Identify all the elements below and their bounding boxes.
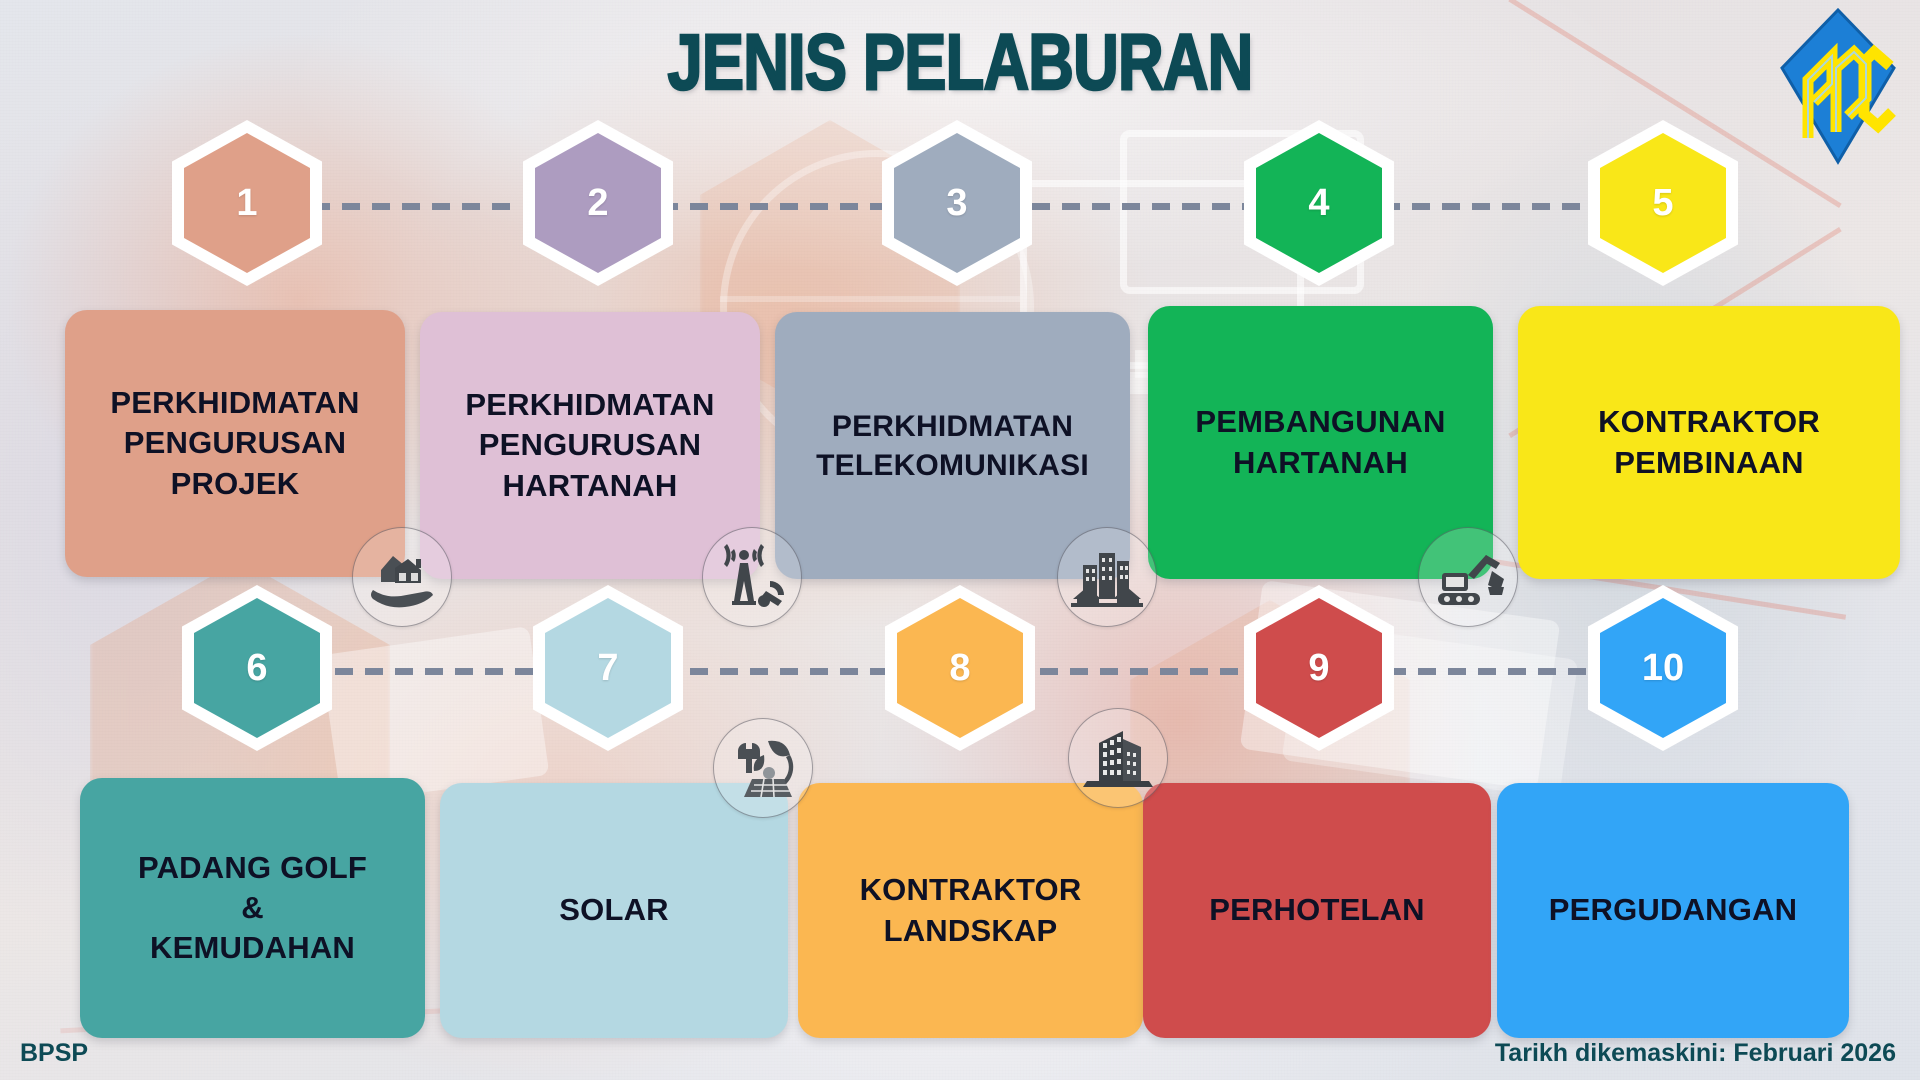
category-card-8[interactable]: KONTRAKTOR LANDSKAP	[798, 783, 1143, 1038]
step-number: 4	[1308, 182, 1330, 224]
category-card-3[interactable]: PERKHIDMATAN TELEKOMUNIKASI	[775, 312, 1130, 579]
step-number: 7	[597, 647, 619, 689]
step-number: 3	[946, 182, 968, 224]
step-hexagon-4[interactable]: 4	[1244, 120, 1394, 286]
page-title: JENIS PELABURAN	[667, 16, 1255, 108]
step-number: 9	[1308, 647, 1330, 689]
category-label: PERGUDANGAN	[1548, 892, 1798, 928]
step-number: 6	[246, 647, 268, 689]
category-card-2[interactable]: PERKHIDMATAN PENGURUSAN HARTANAH	[420, 312, 760, 579]
category-label: SOLAR	[559, 892, 669, 928]
connector-dash-4-5	[1382, 203, 1596, 210]
connector-dash-1-2	[312, 203, 512, 210]
connector-dash-8-9	[1040, 668, 1258, 675]
step-hexagon-10[interactable]: 10	[1588, 585, 1738, 751]
house-in-hand-icon	[352, 527, 452, 627]
category-label: PEMBANGUNAN HARTANAH	[1195, 404, 1446, 480]
category-label: PERHOTELAN	[1209, 892, 1425, 928]
footer-org-label: BPSP	[20, 1039, 89, 1067]
step-hexagon-5[interactable]: 5	[1588, 120, 1738, 286]
step-number: 5	[1652, 182, 1674, 224]
category-card-5[interactable]: KONTRAKTOR PEMBINAAN	[1518, 306, 1900, 579]
category-label: PERKHIDMATAN TELEKOMUNIKASI	[816, 409, 1089, 482]
category-card-10[interactable]: PERGUDANGAN	[1497, 783, 1849, 1038]
city-buildings-icon	[1057, 527, 1157, 627]
step-hexagon-9[interactable]: 9	[1244, 585, 1394, 751]
connector-dash-3-4	[1032, 203, 1252, 210]
background-globe-line	[720, 296, 1020, 302]
step-number: 10	[1641, 647, 1685, 689]
step-hexagon-6[interactable]: 6	[182, 585, 332, 751]
connector-dash-2-3	[660, 203, 908, 210]
category-card-9[interactable]: PERHOTELAN	[1143, 783, 1491, 1038]
category-card-4[interactable]: PEMBANGUNAN HARTANAH	[1148, 306, 1493, 579]
connector-dash-7-8	[690, 668, 922, 675]
footer-updated-date: Tarikh dikemaskini: Februari 2026	[1494, 1039, 1896, 1067]
category-card-7[interactable]: SOLAR	[440, 783, 788, 1038]
connector-dash-6-7	[335, 668, 540, 675]
category-label: PERKHIDMATAN PENGURUSAN PROJEK	[110, 385, 360, 501]
step-hexagon-8[interactable]: 8	[885, 585, 1035, 751]
step-number: 8	[949, 647, 971, 689]
category-label: KONTRAKTOR LANDSKAP	[859, 872, 1082, 948]
solar-panel-icon	[713, 718, 813, 818]
connector-dash-9-10	[1388, 668, 1594, 675]
category-label: PERKHIDMATAN PENGURUSAN HARTANAH	[465, 387, 715, 503]
category-label: PADANG GOLF & KEMUDAHAN	[138, 849, 367, 966]
step-hexagon-2[interactable]: 2	[523, 120, 673, 286]
step-hexagon-1[interactable]: 1	[172, 120, 322, 286]
step-hexagon-3[interactable]: 3	[882, 120, 1032, 286]
category-label: KONTRAKTOR PEMBINAAN	[1598, 404, 1820, 480]
step-hexagon-7[interactable]: 7	[533, 585, 683, 751]
excavator-icon	[1418, 527, 1518, 627]
pdc-logo	[1774, 6, 1902, 166]
category-card-6[interactable]: PADANG GOLF & KEMUDAHAN	[80, 778, 425, 1038]
step-number: 1	[236, 182, 258, 224]
step-number: 2	[587, 182, 609, 224]
category-card-1[interactable]: PERKHIDMATAN PENGURUSAN PROJEK	[65, 310, 405, 577]
office-tower-icon	[1068, 708, 1168, 808]
telecom-tower-icon	[702, 527, 802, 627]
